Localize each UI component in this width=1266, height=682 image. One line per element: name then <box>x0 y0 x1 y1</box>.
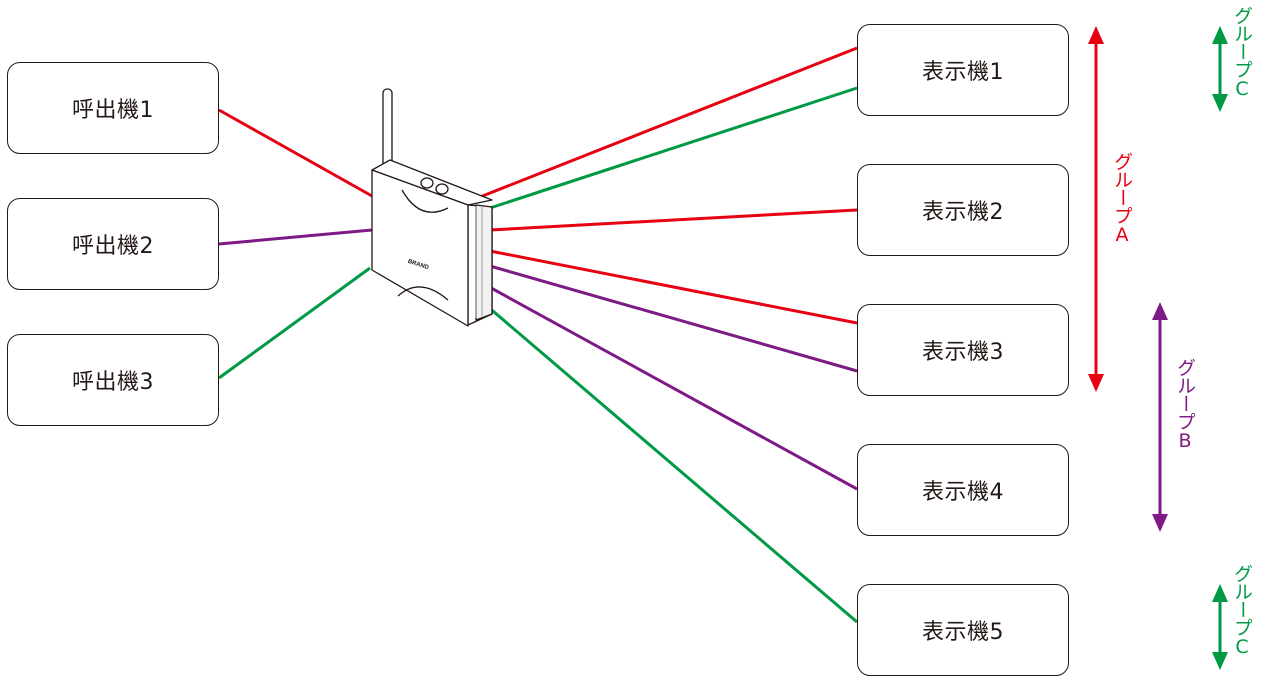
display-2-label: 表示機2 <box>922 200 1004 225</box>
wireless-relay-device <box>371 88 493 327</box>
display-5-box: 表示機5 <box>857 584 1069 676</box>
display-3-label: 表示機3 <box>922 340 1004 365</box>
link-device-display4-purple <box>481 281 858 491</box>
caller-1-box: 呼出機1 <box>7 62 219 154</box>
caller-1-label: 呼出機1 <box>72 98 154 123</box>
caller-3-label: 呼出機3 <box>72 370 154 395</box>
link-device-display3-red <box>489 249 858 325</box>
device-top-curve <box>401 189 449 213</box>
button-icon <box>420 177 434 189</box>
caller-3-box: 呼出機3 <box>7 334 219 426</box>
arrowhead-down-icon <box>1152 514 1168 532</box>
group-c-arrow-bottom <box>1212 584 1228 670</box>
caller-2-box: 呼出機2 <box>7 198 219 290</box>
display-3-box: 表示機3 <box>857 304 1069 396</box>
group-c-label-bottom: グループC <box>1231 564 1253 657</box>
arrowhead-down-icon <box>1212 94 1228 112</box>
device-front-panel <box>371 169 469 327</box>
arrowhead-up-icon <box>1152 302 1168 320</box>
group-c-arrow-top <box>1212 26 1228 112</box>
display-2-box: 表示機2 <box>857 164 1069 256</box>
link-device-display1-green <box>489 86 858 210</box>
device-right-panel <box>475 204 493 321</box>
arrowhead-up-icon <box>1212 584 1228 602</box>
link-caller1-device <box>218 108 373 198</box>
antenna-icon <box>382 88 393 168</box>
display-5-label: 表示機5 <box>922 620 1004 645</box>
display-4-label: 表示機4 <box>922 480 1004 505</box>
link-device-display3-purple <box>489 264 858 373</box>
link-device-display2-red <box>489 208 858 232</box>
caller-2-label: 呼出機2 <box>72 234 154 259</box>
arrowhead-down-icon <box>1088 374 1104 392</box>
arrowhead-up-icon <box>1088 26 1104 44</box>
device-bottom-curve <box>397 286 449 301</box>
arrowhead-up-icon <box>1212 26 1228 44</box>
button-icon <box>435 183 449 195</box>
group-b-arrow <box>1152 302 1168 532</box>
display-1-box: 表示機1 <box>857 24 1069 116</box>
link-caller3-device <box>218 266 371 380</box>
link-device-display1-red <box>479 46 858 199</box>
arrowhead-down-icon <box>1212 652 1228 670</box>
group-a-label: グループA <box>1111 152 1133 245</box>
display-4-box: 表示機4 <box>857 444 1069 536</box>
link-device-display5-green <box>479 298 858 624</box>
link-caller2-device <box>218 228 373 246</box>
group-c-label-top: グループC <box>1231 6 1253 99</box>
group-a-arrow <box>1088 26 1104 392</box>
display-1-label: 表示機1 <box>922 60 1004 85</box>
group-b-label: グループB <box>1174 358 1196 451</box>
